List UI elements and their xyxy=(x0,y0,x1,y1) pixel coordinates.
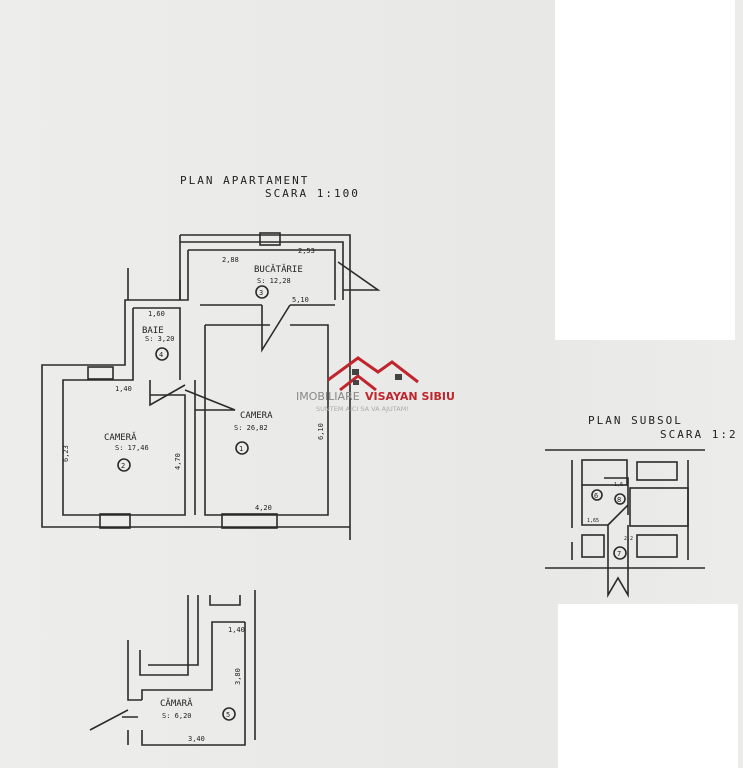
room-number-circle xyxy=(155,347,169,361)
watermark-brand-light: IMOBILIARE xyxy=(296,390,360,403)
dim-room2-right: 4,70 xyxy=(174,453,182,470)
room-number-pantry: 5 xyxy=(226,711,230,719)
watermark-logo: IMOBILIARE VISAYAN SIBIU SUNTEM AICI SA … xyxy=(296,356,455,413)
room-area-room1: S: 26,82 xyxy=(234,424,268,432)
basement-plan-scale: SCARA 1:2 xyxy=(660,428,738,441)
dim-pantry-top: 1,40 xyxy=(228,626,245,634)
room-number-8: 8 xyxy=(617,496,621,504)
room-label-room1: CAMERA xyxy=(240,411,273,421)
blank-paper-bottom-right xyxy=(558,604,738,768)
dim-pantry-right: 3,80 xyxy=(234,668,242,685)
room-number-circle xyxy=(222,707,236,721)
dim-kitchen-right: 2,53 xyxy=(298,247,315,255)
dim-basement-2: 1,65 xyxy=(587,518,599,524)
room-area-pantry: S: 6,20 xyxy=(162,712,192,720)
room-number-room2: 2 xyxy=(121,462,125,470)
room-number-room1: 1 xyxy=(239,445,243,453)
pantry-walls xyxy=(89,590,256,746)
room-number-6: 6 xyxy=(594,492,598,500)
watermark-tagline: SUNTEM AICI SA VA AJUTAM! xyxy=(316,405,409,413)
room-area-room2: S: 17,46 xyxy=(115,444,149,452)
dim-room1-right: 6,10 xyxy=(317,423,325,440)
room-number-circle xyxy=(591,489,603,501)
watermark-brand-bold: VISAYAN SIBIU xyxy=(365,390,455,403)
dim-room2-top: 1,40 xyxy=(115,385,132,393)
dim-bath-top: 1,60 xyxy=(148,310,165,318)
room-number-circle xyxy=(117,458,131,472)
room-number-circle xyxy=(613,546,627,560)
room-label-room2: CAMERĂ xyxy=(104,431,137,443)
apartment-plan-title: PLAN APARTAMENT xyxy=(180,174,309,187)
basement-plan-title: PLAN SUBSOL xyxy=(588,414,683,427)
room-number-kitchen: 3 xyxy=(259,289,263,297)
blank-paper-top-right xyxy=(555,0,735,340)
dim-room2-left: 6,23 xyxy=(62,445,70,462)
dim-pantry-bottom: 3,40 xyxy=(188,735,205,743)
room-number-circle xyxy=(235,441,249,455)
dim-room1-bottom: 4,20 xyxy=(255,504,272,512)
room-number-bath: 4 xyxy=(159,351,163,359)
dim-basement-3: 2,2 xyxy=(624,536,633,542)
room-number-circle xyxy=(614,493,626,505)
room-label-bath: BAIE xyxy=(142,326,164,336)
apartment-walls xyxy=(41,232,381,540)
room-number-circle xyxy=(255,285,269,299)
dim-basement-1: 1,6 xyxy=(614,482,623,488)
dim-kitchen-left: 2,88 xyxy=(222,256,239,264)
room-label-kitchen: BUCĂTĂRIE xyxy=(254,263,303,275)
room-number-7: 7 xyxy=(617,550,621,558)
dim-kitchen-bottom: 5,10 xyxy=(292,296,309,304)
room-label-pantry: CĂMARĂ xyxy=(160,697,193,709)
basement-walls xyxy=(545,449,705,598)
room-area-bath: S: 3,20 xyxy=(145,335,175,343)
room-area-kitchen: S: 12,28 xyxy=(257,277,291,285)
apartment-plan-scale: SCARA 1:100 xyxy=(265,187,360,200)
